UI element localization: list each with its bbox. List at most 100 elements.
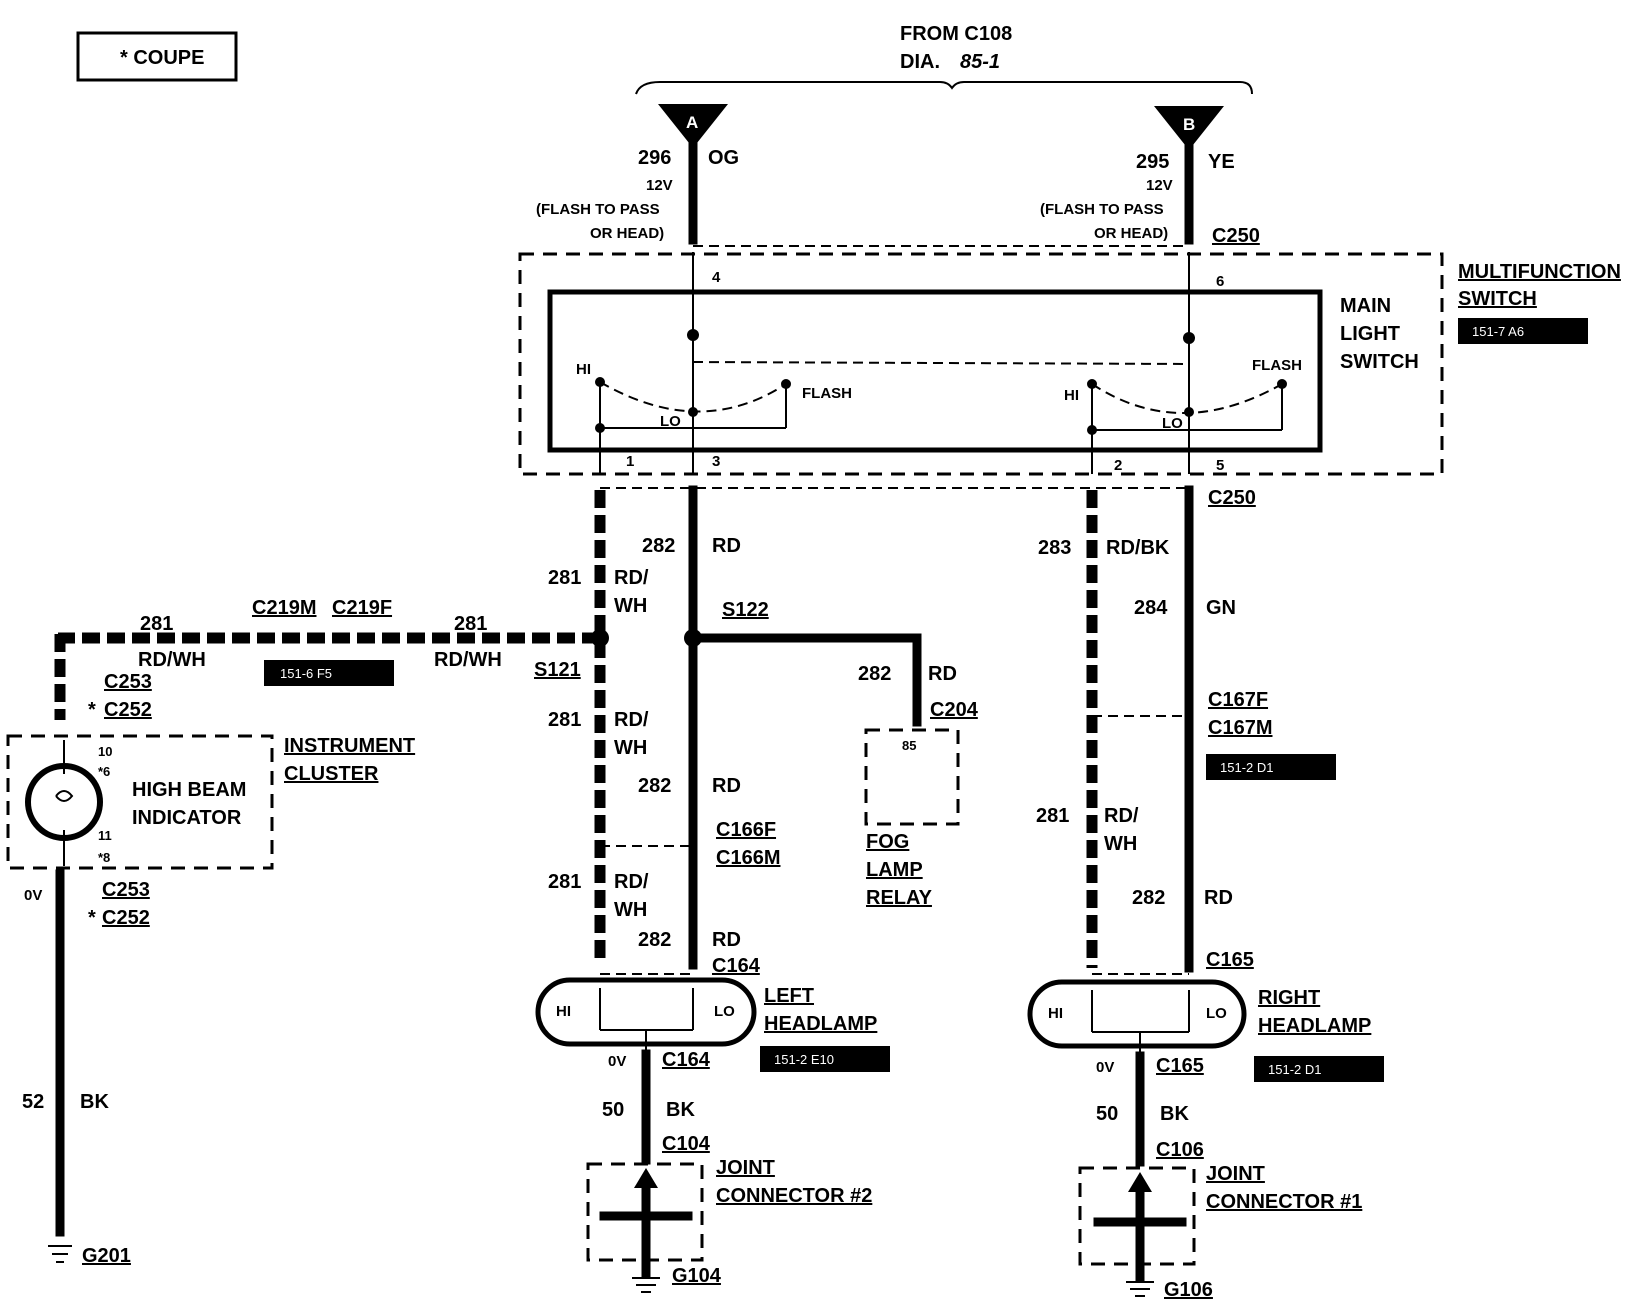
g106-label: G106 [1164,1279,1213,1301]
c252-top-star: * [88,699,96,721]
wire-52-label: 52 [22,1091,44,1113]
left-headlamp-ref: 151-2 E10 [760,1046,890,1072]
right-headlamp-body [1027,979,1247,1049]
c250-top-label: C250 [1212,225,1260,247]
g201-label: G201 [82,1245,131,1267]
splice-s122-label: S122 [722,599,769,621]
switch-pin-4: 4 [712,269,721,286]
source-connector-label: FROM C108 [900,23,1012,45]
source-diagram-label: DIA. [900,51,940,73]
wire-281-color-c1: RD/ [614,871,649,893]
high-beam-indicator-label-1: HIGH BEAM [132,779,246,801]
cluster-pin-10: 10 [98,744,112,759]
instrument-cluster-label-2: CLUSTER [284,763,379,785]
wire-282-label-c: 282 [638,929,671,951]
wire-284-label: 284 [1134,597,1168,619]
svg-text:151-7 A6: 151-7 A6 [1472,324,1524,339]
left-headlamp-zero-volt: 0V [608,1053,626,1070]
switch-left-flash-label: FLASH [802,385,852,402]
wire-50-left-label: 50 [602,1099,624,1121]
switch-pin-6: 6 [1216,273,1224,290]
wire-281-color-a1: RD/ [614,567,649,589]
fog-lamp-relay-pin: 85 [902,738,916,753]
switch-right-lo-node [1184,407,1194,417]
wire-282-fog-label: 282 [858,663,891,685]
c104-label: C104 [662,1133,711,1155]
wire-52-color: BK [80,1091,109,1113]
connector-a-letter: A [686,113,698,132]
wire-296-note-1: (FLASH TO PASS [536,201,660,218]
c165-top-label: C165 [1206,949,1254,971]
c219m-label: C219M [252,597,316,619]
fog-lamp-relay-label-1: FOG [866,831,909,853]
main-light-switch-label-2: LIGHT [1340,323,1400,345]
switch-left-hi-node [595,423,605,433]
wire-281-label-a: 281 [548,567,581,589]
wire-296-color: OG [708,147,739,169]
multifunction-switch-box [518,252,1444,476]
switch-right-node [1183,332,1195,344]
switch-pin-1: 1 [626,453,634,470]
c253-top-label: C253 [104,671,152,693]
wire-50-left-color: BK [666,1099,695,1121]
high-beam-indicator-label-2: INDICATOR [132,807,242,829]
wire-282-color-c: RD [712,929,741,951]
wire-281-right-color-1: RD/ [1104,805,1139,827]
wire-281-horizontal-color-left: RD/WH [138,649,206,671]
c250-bottom-label: C250 [1208,487,1256,509]
right-headlamp-zero-volt: 0V [1096,1059,1114,1076]
source-diagram-ref: 85-1 [960,51,1000,73]
connector-b: B [1154,106,1224,150]
joint-connector-1-arrow [1128,1172,1152,1192]
left-headlamp-filaments [599,988,694,1050]
g106-ground-symbol [1126,1281,1154,1297]
switch-right-flash-label: FLASH [1252,357,1302,374]
wire-281-right-label: 281 [1036,805,1069,827]
switch-left-lo-label: LO [660,413,681,430]
fog-lamp-relay-label-3: RELAY [866,887,933,909]
switch-left-hi-label: HI [576,361,591,378]
cluster-pin-11: 11 [98,828,112,843]
switch-pin-2: 2 [1114,457,1122,474]
c252-bottom-label: C252 [102,907,150,929]
multifunction-switch-label-1: MULTIFUNCTION [1458,261,1621,283]
right-headlamp-label-1: RIGHT [1258,987,1320,1009]
coupe-legend: * COUPE [76,31,238,82]
c164-bottom-label: C164 [662,1049,711,1071]
high-beam-indicator-filament [55,740,74,866]
wire-281-color-c2: WH [614,899,647,921]
cluster-pin-8: *8 [98,850,110,865]
wire-281-label-b: 281 [548,709,581,731]
wire-281-color-b1: RD/ [614,709,649,731]
instrument-cluster-box [6,734,274,870]
wire-282-label-b: 282 [638,775,671,797]
cluster-pin-6: *6 [98,764,110,779]
c252-top-label: C252 [104,699,152,721]
left-headlamp-label-1: LEFT [764,985,814,1007]
svg-text:151-2 D1: 151-2 D1 [1268,1062,1321,1077]
wire-295-note-1: (FLASH TO PASS [1040,201,1164,218]
right-headlamp-hi: HI [1048,1005,1063,1022]
wire-283-color: RD/BK [1106,537,1170,559]
switch-left-node [687,329,699,341]
fog-lamp-relay-label-2: LAMP [866,859,923,881]
wire-295-voltage: 12V [1146,177,1173,194]
left-headlamp-hi: HI [556,1003,571,1020]
switch-right-lo-label: LO [1162,415,1183,432]
wire-282-fog-color: RD [928,663,957,685]
wire-282-right-label: 282 [1132,887,1165,909]
connector-a-triangle [658,104,728,148]
joint-connector-2-arrow [634,1168,658,1188]
wire-281-color-b2: WH [614,737,647,759]
source-brace [635,81,1253,95]
wire-282-label-a: 282 [642,535,675,557]
wire-281-horizontal-color-right: RD/WH [434,649,502,671]
c167m-label: C167M [1208,717,1272,739]
switch-right-hi-node [1087,425,1097,435]
g104-ground-symbol [632,1277,660,1293]
switch-pin-3: 3 [712,453,720,470]
coupe-legend-text: * COUPE [120,47,204,69]
c253-bottom-label: C253 [102,879,150,901]
wire-284-color: GN [1206,597,1236,619]
